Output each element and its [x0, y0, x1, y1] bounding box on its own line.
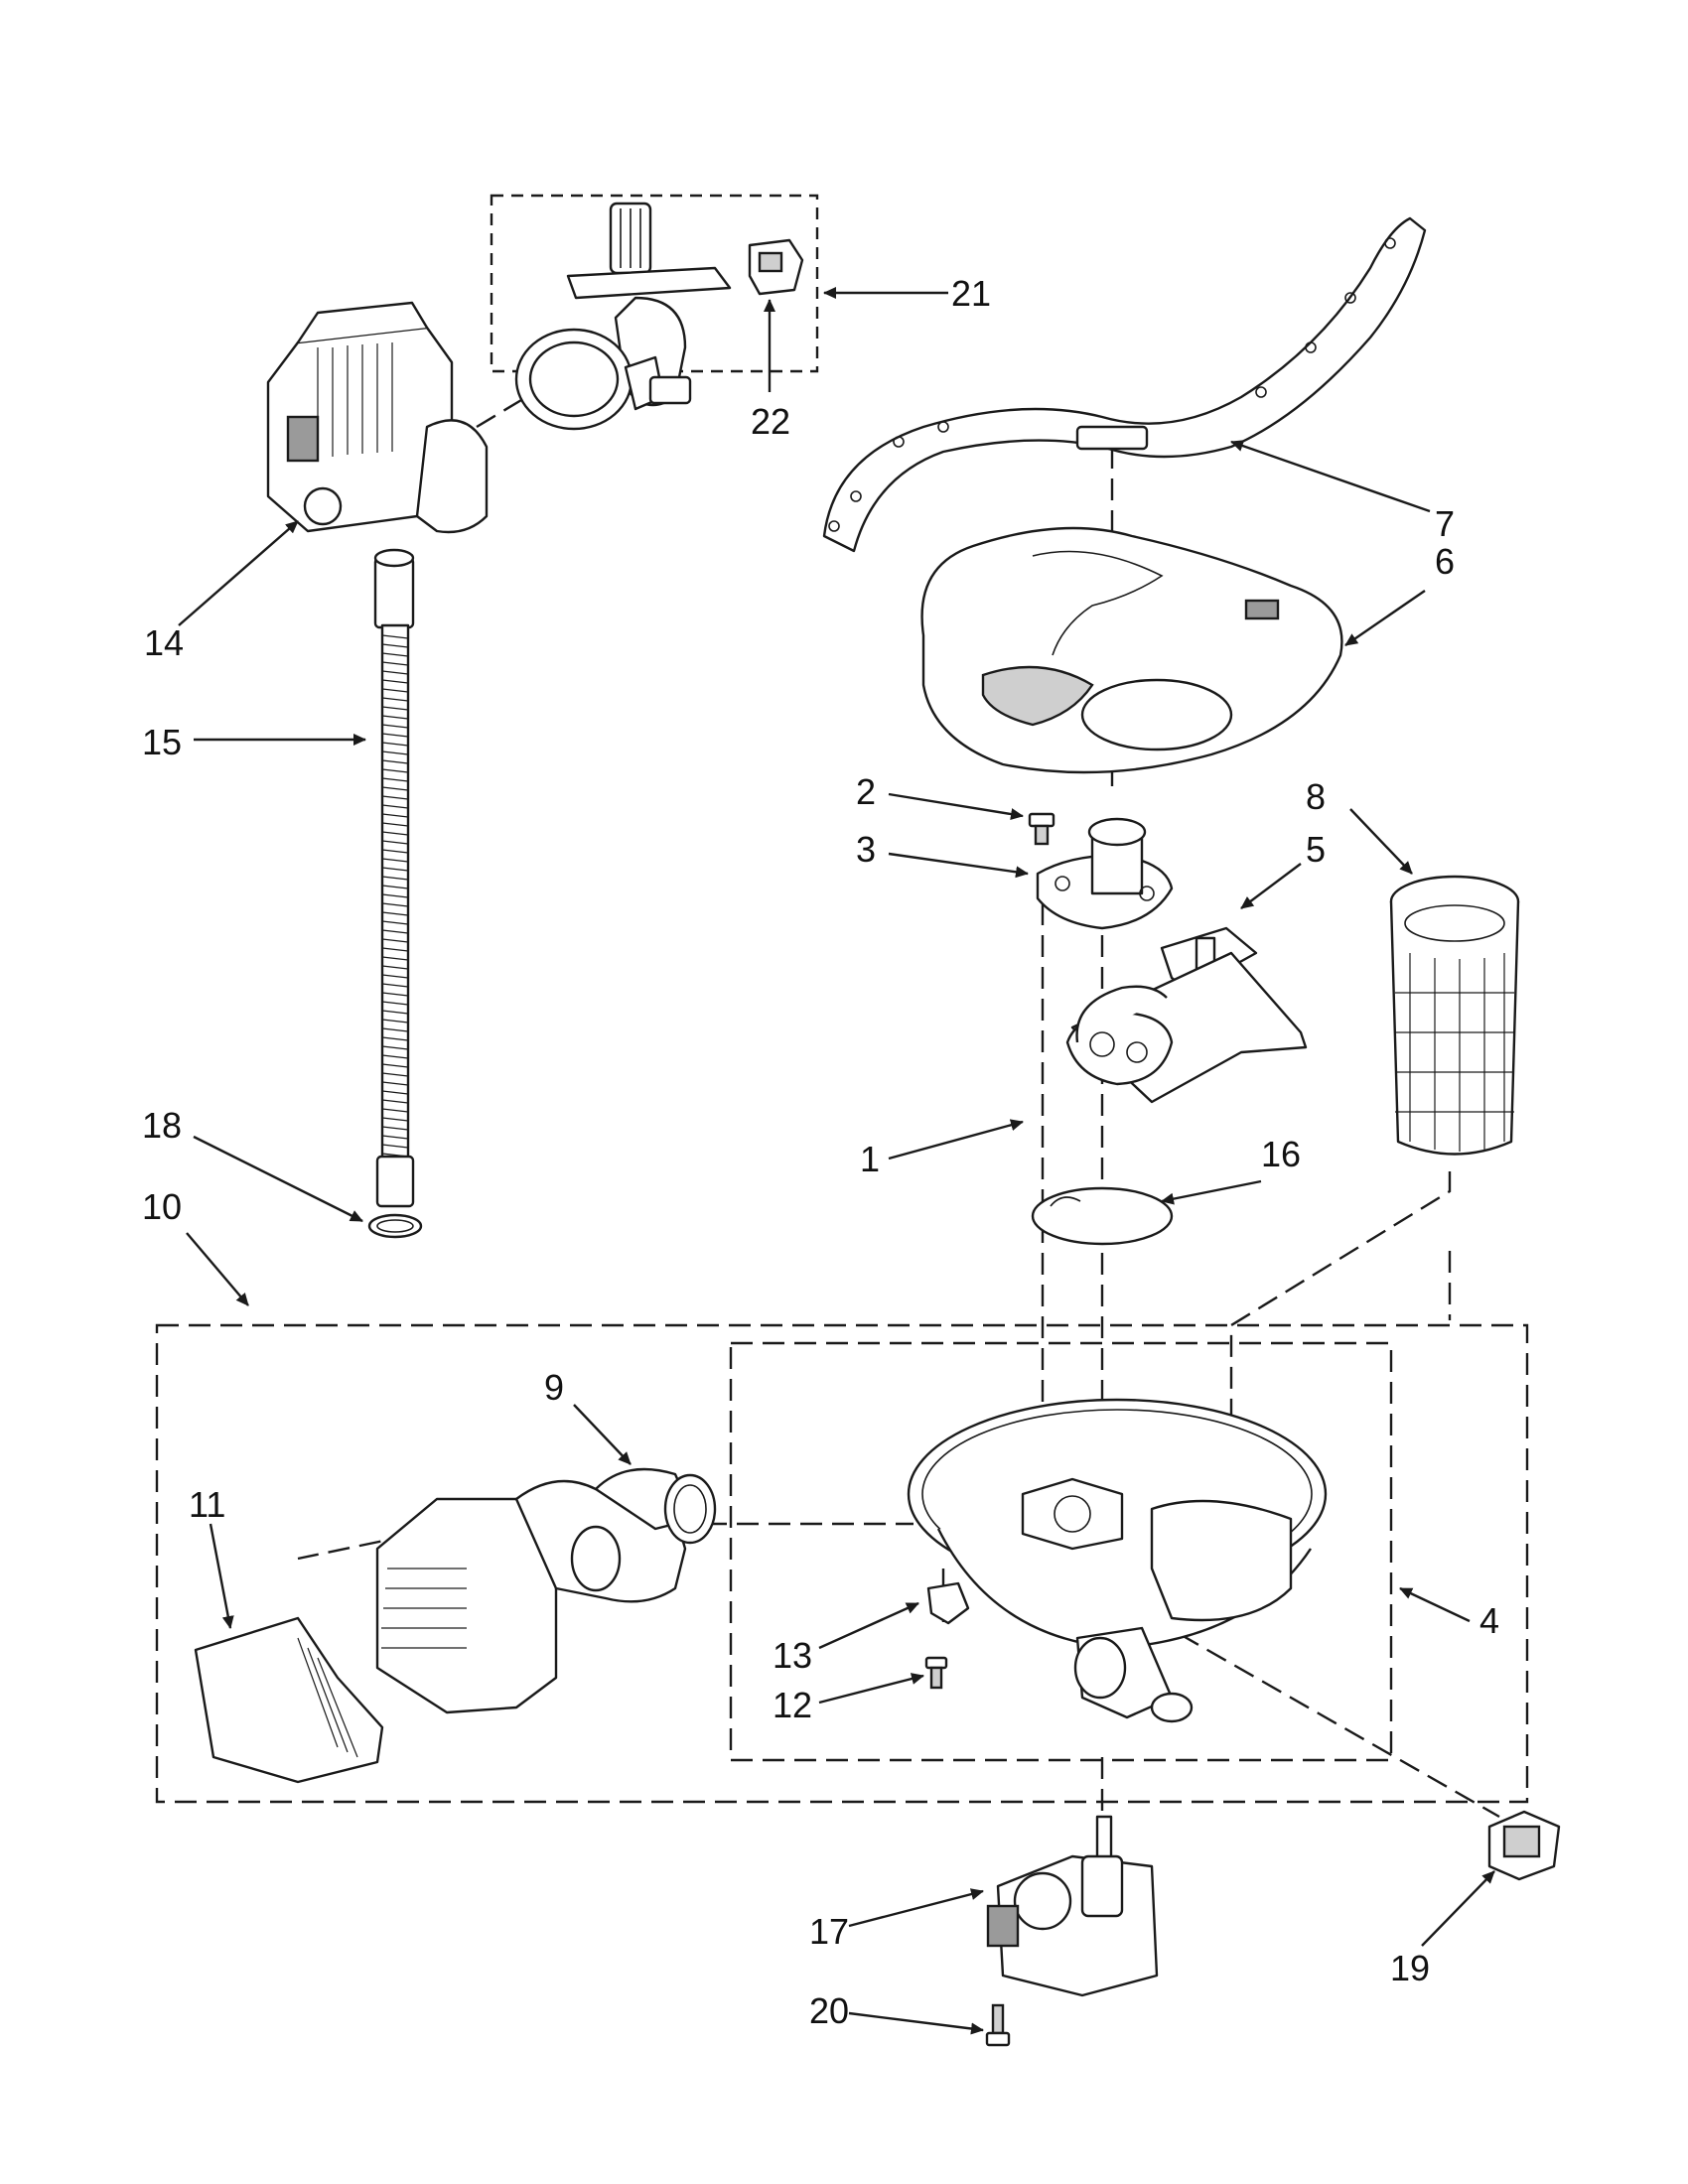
- callout-20: 20: [809, 1990, 849, 2031]
- assembly-10-box: [155, 1323, 1529, 1804]
- part-4-sump-assembly: [907, 1398, 1328, 1723]
- callout-3: 3: [856, 829, 876, 870]
- part-13-clip: [926, 1581, 970, 1625]
- part-9-circulation-pump: [375, 1467, 717, 1714]
- callout-17: 17: [809, 1911, 849, 1952]
- part-8-filter: [1389, 875, 1520, 1156]
- part-12-screw: [924, 1656, 948, 1690]
- assembly-4-box: [729, 1341, 1393, 1762]
- part-1-support-plate: [1065, 951, 1308, 1104]
- callout-12: 12: [773, 1685, 812, 1725]
- callout-8: 8: [1306, 776, 1326, 817]
- callout-13: 13: [773, 1635, 812, 1676]
- part-14-drain-pump: [266, 301, 489, 534]
- callout-18: 18: [142, 1105, 182, 1146]
- callout-2: 2: [856, 771, 876, 812]
- part-3-spray-arm-mount: [1036, 817, 1174, 930]
- callout-14: 14: [144, 622, 184, 663]
- callout-10: 10: [142, 1186, 182, 1227]
- callout-19: 19: [1390, 1948, 1430, 1988]
- leader-lines: [178, 287, 1495, 2035]
- part-22-clip: [748, 238, 804, 296]
- part-6-filter-cover: [920, 526, 1343, 774]
- part-19-sensor: [1487, 1810, 1561, 1881]
- part-11-cover: [194, 1616, 384, 1784]
- callout-4: 4: [1479, 1600, 1499, 1641]
- callout-22: 22: [751, 401, 790, 442]
- callout-15: 15: [142, 722, 182, 762]
- part-18-hose-clamp: [367, 1213, 423, 1239]
- callout-9: 9: [544, 1367, 564, 1408]
- callout-5: 5: [1306, 829, 1326, 870]
- part-17-diverter-motor: [986, 1815, 1159, 1997]
- callout-21: 21: [951, 273, 991, 314]
- callout-labels: 21 22 7 6 2 3 5 8 1 16 14 15 18 10 9 11 …: [142, 273, 1499, 2031]
- callout-7: 7: [1435, 503, 1455, 544]
- callout-16: 16: [1261, 1134, 1301, 1174]
- part-15-drain-hose: [373, 548, 415, 1208]
- part-2-screw: [1028, 812, 1055, 846]
- part-16-disc: [1031, 1186, 1174, 1246]
- callout-1: 1: [860, 1139, 880, 1179]
- callout-6: 6: [1435, 541, 1455, 582]
- part-21-drain-valve-assembly: [514, 202, 732, 431]
- part-7-lower-spray-arm: [822, 216, 1427, 553]
- callout-11: 11: [189, 1484, 225, 1525]
- part-20-screw: [985, 2003, 1011, 2047]
